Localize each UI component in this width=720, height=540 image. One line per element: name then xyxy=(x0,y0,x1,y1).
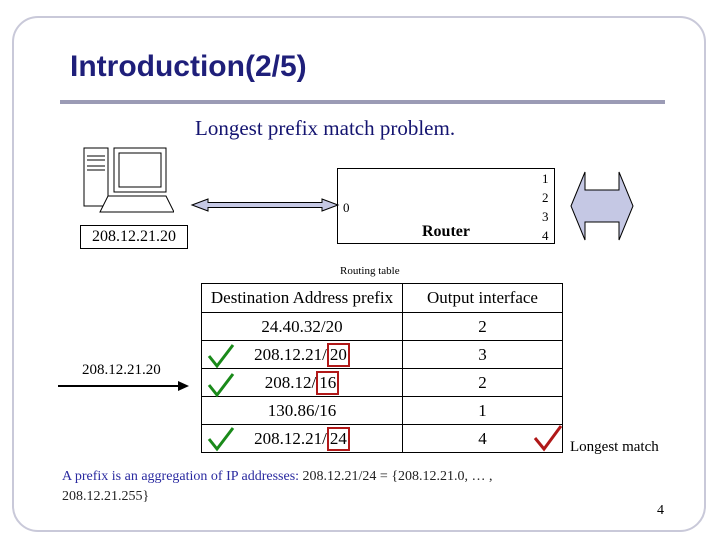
footer-lead: A prefix is an aggregation of IP address… xyxy=(62,469,303,484)
routing-table: Destination Address prefix Output interf… xyxy=(201,283,563,453)
footer-value: 208.12.21/24 = {208.12.21.0, … , 208.12.… xyxy=(62,469,493,504)
interface-cell: 2 xyxy=(402,368,563,397)
slide-title: Introduction(2/5) xyxy=(70,50,307,83)
table-row: 208.12/16 2 xyxy=(201,368,563,397)
slide-subtitle: Longest prefix match problem. xyxy=(195,116,456,140)
router-box: 0 Router 1 2 3 4 xyxy=(337,168,555,244)
prefix-length-highlight: 24 xyxy=(326,426,350,451)
table-row: 130.86/16 1 xyxy=(201,396,563,425)
check-mark-icon xyxy=(207,427,235,452)
table-row: 208.12.21/20 3 xyxy=(201,340,563,369)
prefix-cell: 208.12/16 xyxy=(201,368,403,397)
title-divider xyxy=(60,100,665,104)
prefix-length-highlight: 20 xyxy=(326,342,350,367)
table-row: 208.12.21/24 4 xyxy=(201,424,563,453)
router-input-port: 0 xyxy=(343,200,350,215)
router-port-2: 2 xyxy=(542,190,549,205)
computer-icon xyxy=(83,147,174,213)
table-header-row: Destination Address prefix Output interf… xyxy=(201,283,563,313)
router-port-1: 1 xyxy=(542,171,549,186)
longest-match-label: Longest match xyxy=(570,439,659,455)
interface-cell: 4 xyxy=(402,424,563,453)
prefix-length-highlight: 16 xyxy=(316,370,340,395)
prefix-cell: 24.40.32/20 xyxy=(201,312,403,341)
output-double-arrow xyxy=(570,171,634,241)
header-destination-prefix: Destination Address prefix xyxy=(201,283,403,313)
check-mark-icon xyxy=(207,344,235,369)
longest-match-check-icon xyxy=(533,425,563,452)
link-double-arrow xyxy=(190,198,340,212)
prefix-cell: 130.86/16 xyxy=(201,396,403,425)
prefix-cell: 208.12.21/24 xyxy=(201,424,403,453)
routing-table-caption: Routing table xyxy=(340,265,400,277)
interface-cell: 1 xyxy=(402,396,563,425)
router-port-4: 4 xyxy=(542,228,549,243)
incoming-arrow xyxy=(58,381,189,391)
router-port-3: 3 xyxy=(542,209,549,224)
check-mark-icon xyxy=(207,373,235,398)
table-row: 24.40.32/20 2 xyxy=(201,312,563,341)
footer-note: A prefix is an aggregation of IP address… xyxy=(62,467,582,507)
interface-cell: 2 xyxy=(402,312,563,341)
header-output-interface: Output interface xyxy=(402,283,563,313)
router-label: Router xyxy=(422,223,470,240)
incoming-ip-label: 208.12.21.20 xyxy=(82,362,161,378)
host-ip-box: 208.12.21.20 xyxy=(80,225,188,249)
interface-cell: 3 xyxy=(402,340,563,369)
prefix-cell: 208.12.21/20 xyxy=(201,340,403,369)
page-number: 4 xyxy=(657,503,664,518)
slide-frame xyxy=(12,16,706,532)
